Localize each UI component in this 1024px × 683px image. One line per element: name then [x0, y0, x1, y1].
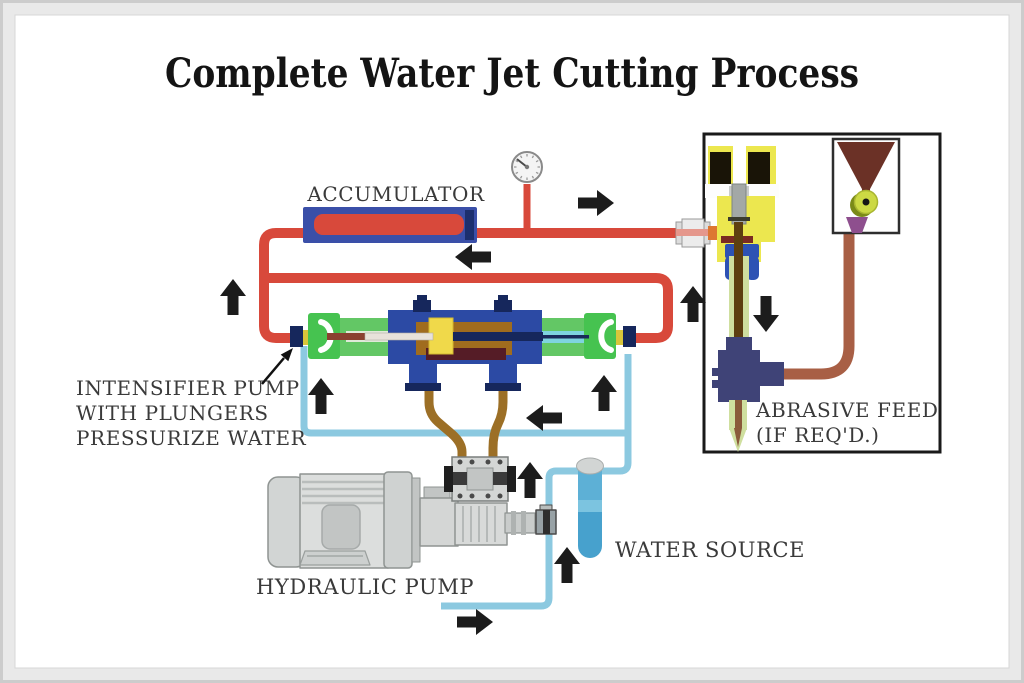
label-abrasive-line1: ABRASIVE FEED [756, 398, 939, 422]
hydraulic-oil-line [424, 386, 508, 462]
high-pressure-line [259, 184, 712, 343]
mixing-chamber [718, 350, 760, 402]
pump-shaft [504, 512, 536, 534]
water-source-tube [576, 457, 604, 558]
motor-emblem [321, 504, 361, 550]
tube-cap [576, 457, 604, 475]
label-accumulator: ACCUMULATOR [307, 182, 485, 206]
coil-left [710, 152, 731, 186]
hydraulic-valve-block [444, 456, 516, 502]
abrasive-line [758, 228, 855, 380]
label-abrasive-feed: ABRASIVE FEED (IF REQ'D.) [756, 398, 939, 448]
hydraulic-pump [267, 471, 557, 569]
coil-right [748, 152, 770, 186]
hopper-funnel [837, 142, 895, 191]
abrasive-inlet-boss [756, 362, 784, 386]
pressure-gauge [511, 151, 543, 183]
label-water-source: WATER SOURCE [615, 538, 806, 562]
label-intensifier-line1: INTENSIFIER PUMP [76, 376, 300, 400]
intensifier-pump [290, 295, 636, 391]
label-intensifier-line2: WITH PLUNGERS [76, 401, 269, 425]
gauge-ticks [514, 154, 540, 180]
accumulator [303, 207, 477, 243]
label-hydraulic-pump: HYDRAULIC PUMP [256, 575, 475, 599]
page-title: Complete Water Jet Cutting Process [164, 50, 860, 97]
label-intensifier-pump: INTENSIFIER PUMP WITH PLUNGERS PRESSURIZ… [76, 376, 306, 451]
water-passage [734, 222, 743, 340]
label-pointer-arrow [261, 348, 293, 385]
gearbox [419, 497, 459, 547]
abrasive-hopper [831, 137, 901, 235]
label-intensifier-line3: PRESSURIZE WATER [76, 426, 307, 450]
label-abrasive-line2: (IF REQ'D.) [756, 423, 880, 447]
cutting-head [675, 146, 784, 452]
hopper-outlet [846, 217, 868, 233]
